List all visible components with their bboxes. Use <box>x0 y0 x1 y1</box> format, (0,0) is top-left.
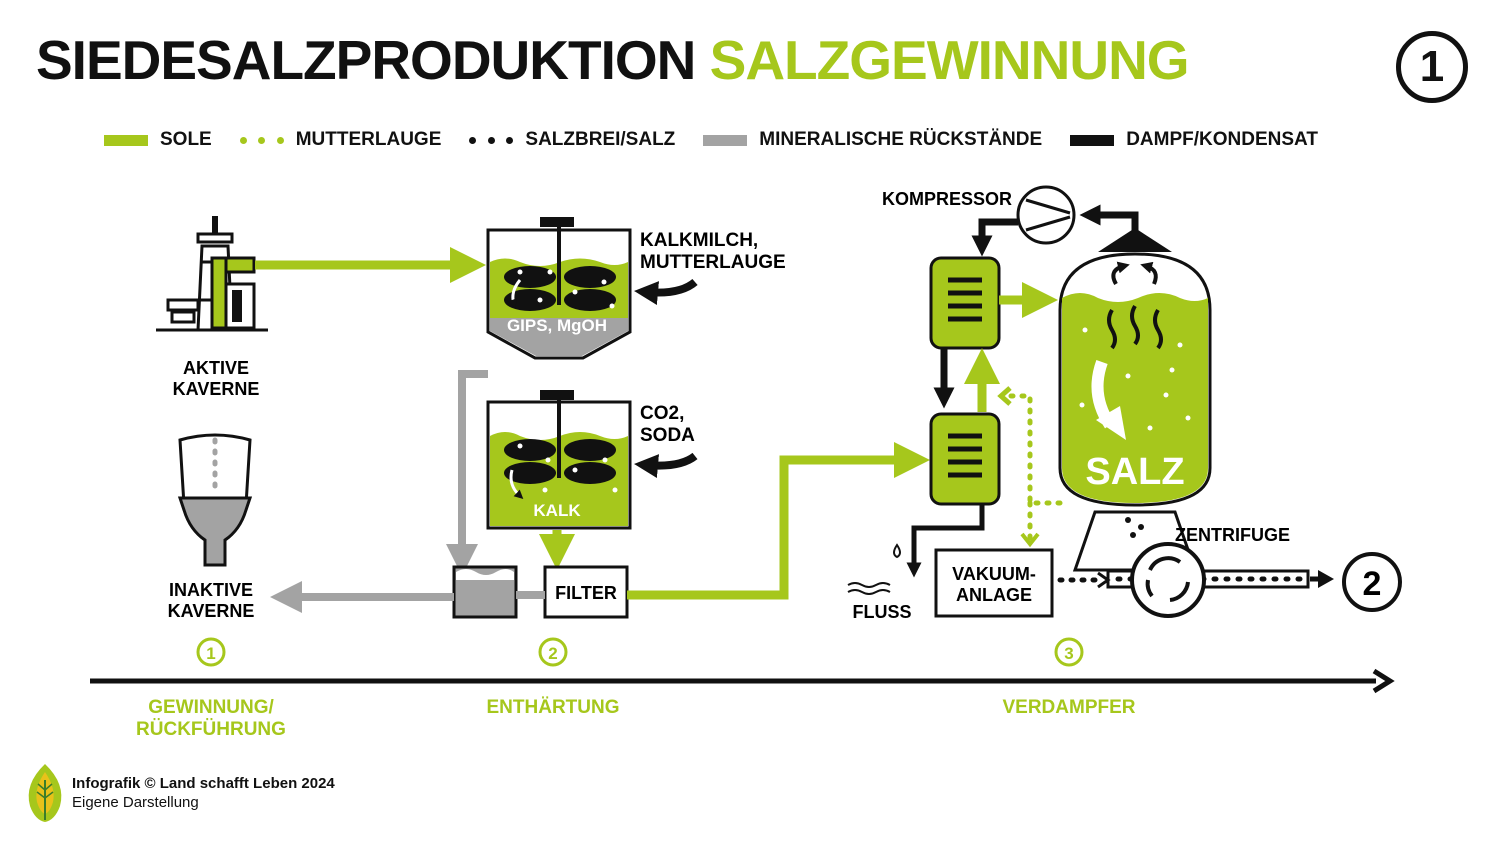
gips-label: GIPS, MgOH <box>507 316 607 335</box>
heat-exchanger-1 <box>929 256 1001 350</box>
legend: SOLE MUTTERLAUGE SALZBREI/SALZ MINERALIS… <box>104 129 1346 151</box>
solid-green-swatch-icon <box>104 134 148 146</box>
legend-item-salzbrei: SALZBREI/SALZ <box>469 129 675 151</box>
softening-tank-2 <box>486 390 632 530</box>
co2-input-arrow <box>634 452 698 479</box>
condensate-pipe-2 <box>906 504 985 578</box>
stage-1-number: 1 <box>206 644 215 663</box>
active-cavern-label-2: KAVERNE <box>173 379 260 399</box>
mutterlauge-arrowhead <box>997 386 1012 406</box>
next-page-badge <box>1342 552 1402 612</box>
stage-2-number: 2 <box>548 644 557 663</box>
mutterlauge-pipe-1 <box>1000 393 1063 506</box>
legend-item-sole: SOLE <box>104 129 212 151</box>
water-drop-icon <box>893 543 901 559</box>
next-page-number: 2 <box>1363 565 1382 603</box>
inactive-cavern-label-2: KAVERNE <box>168 601 255 621</box>
title-accent: SALZGEWINNUNG <box>709 29 1190 91</box>
compressor-icon <box>1016 185 1076 245</box>
stage-3-marker: 3 <box>1054 637 1084 667</box>
vacuum-plant-box <box>934 548 1054 618</box>
salz-label: SALZ <box>1085 451 1184 493</box>
kalk-label: KALK <box>533 501 581 520</box>
fluss-label: FLUSS <box>852 602 911 622</box>
footer-credits: Infografik © Land schafft Leben 2024 Eig… <box>72 774 335 812</box>
soda-label: SODA <box>640 425 695 446</box>
vacuum-label-2: ANLAGE <box>956 585 1032 605</box>
steam-pipe-2 <box>971 218 1018 257</box>
filter-label: FILTER <box>555 583 617 603</box>
residue-pipe-1 <box>446 370 488 576</box>
kalkmilch-label-2: MUTTERLAUGE <box>640 252 786 273</box>
stage-3-label: VERDAMPFER <box>1002 697 1135 718</box>
inactive-cavern-icon <box>177 433 253 567</box>
legend-item-dampf: DAMPF/KONDENSAT <box>1070 129 1318 151</box>
filter-box <box>543 565 629 619</box>
softening-tank-1 <box>486 217 632 360</box>
river-wave-icon <box>847 582 891 595</box>
green-dots-swatch-icon <box>239 136 284 144</box>
legend-label: SOLE <box>160 129 212 150</box>
footer-line-2: Eigene Darstellung <box>72 794 199 811</box>
solid-gray-swatch-icon <box>703 134 748 146</box>
legend-label: SALZBREI/SALZ <box>525 129 676 150</box>
legend-item-mutterlauge: MUTTERLAUGE <box>239 129 442 151</box>
stage-1-label-2: RÜCKFÜHRUNG <box>136 719 286 740</box>
compressor-label: KOMPRESSOR <box>882 189 1012 209</box>
page-number-badge: 1 <box>1396 31 1468 103</box>
stage-2-label: ENTHÄRTUNG <box>487 697 620 718</box>
title-main: SIEDESALZPRODUKTION <box>36 29 696 91</box>
legend-item-rueckstaende: MINERALISCHE RÜCKSTÄNDE <box>703 129 1042 151</box>
heat-exchanger-2 <box>929 412 1001 506</box>
legend-label: DAMPF/KONDENSAT <box>1126 129 1318 150</box>
co2-label: CO2, <box>640 403 684 424</box>
footer-line-1: Infografik © Land schafft Leben 2024 <box>72 775 335 792</box>
legend-label: MINERALISCHE RÜCKSTÄNDE <box>759 129 1043 150</box>
active-cavern-label: AKTIVE <box>183 358 249 378</box>
centrifuge-icon <box>1130 542 1206 618</box>
active-cavern-icon <box>156 216 268 332</box>
solid-black-swatch-icon <box>1070 134 1115 146</box>
stage-1-marker: 1 <box>196 637 226 667</box>
kalkmilch-label: KALKMILCH, <box>640 230 758 251</box>
timeline-arrowhead <box>1372 668 1395 694</box>
stage-1-label: GEWINNUNG/ <box>148 697 274 718</box>
vacuum-label: VAKUUM- <box>952 564 1036 584</box>
black-dots-swatch-icon <box>469 136 514 144</box>
sole-pipe-3 <box>627 442 930 600</box>
land-schafft-leben-logo-icon <box>28 764 62 822</box>
residue-tank-icon <box>452 565 518 619</box>
zentrifuge-label: ZENTRIFUGE <box>1175 525 1290 545</box>
page-title: SIEDESALZPRODUKTION SALZGEWINNUNG <box>36 28 1190 92</box>
inactive-cavern-label: INAKTIVE <box>169 580 253 600</box>
stage-3-number: 3 <box>1064 644 1073 663</box>
kalkmilch-input-arrow <box>634 278 698 306</box>
evaporator-vessel <box>1058 228 1212 572</box>
legend-label: MUTTERLAUGE <box>295 129 442 150</box>
page-number: 1 <box>1419 42 1445 91</box>
stage-2-marker: 2 <box>538 637 568 667</box>
